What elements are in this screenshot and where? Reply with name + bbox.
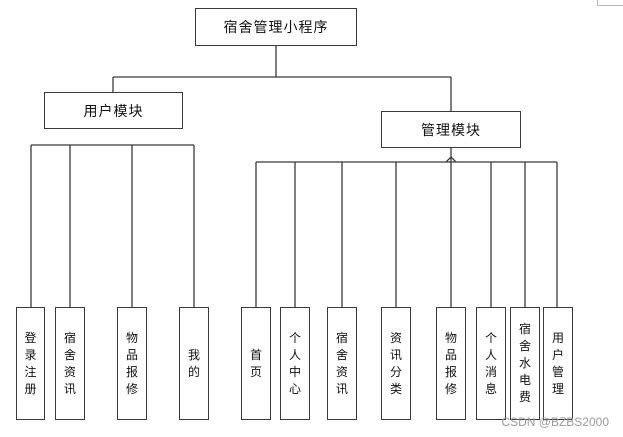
root-node-label: 宿舍管理小程序 [223,20,329,36]
leaf-node-label: 首页 [249,347,262,379]
leaf-node: 宿舍水电费 [510,307,540,420]
leaf-node: 首页 [241,307,271,420]
watermark-text: CSDN @BZBS2000 [501,415,609,429]
leaf-node-label: 用户管理 [551,330,564,396]
leaf-node: 用户管理 [543,307,573,420]
leaf-node-label: 物品报修 [125,330,138,396]
leaf-node-label: 宿舍资讯 [63,330,76,396]
leaf-node-label: 登录注册 [24,330,37,396]
admin-module-node: 管理模块 [381,111,521,148]
admin-module-label: 管理模块 [421,122,481,139]
leaf-node-label: 个人消息 [484,330,497,396]
leaf-node: 宿舍资讯 [55,307,85,420]
leaf-node-label: 资讯分类 [389,330,402,396]
leaf-node-label: 个人中心 [288,330,301,396]
leaf-node: 我的 [179,307,209,420]
leaf-node-label: 我的 [187,347,200,379]
leaf-node-label: 宿舍水电费 [518,322,531,404]
leaf-node: 物品报修 [436,307,466,420]
leaf-node: 个人中心 [280,307,310,420]
root-node: 宿舍管理小程序 [195,8,357,46]
leaf-node: 物品报修 [117,307,147,420]
leaf-node-label: 物品报修 [444,330,457,396]
user-module-label: 用户模块 [83,103,144,120]
connector-admin-notch [445,156,457,163]
leaf-node: 资讯分类 [381,307,411,420]
leaf-node: 宿舍资讯 [327,307,357,420]
leaf-node: 登录注册 [16,307,45,420]
page-corner-mark [597,0,623,6]
leaf-node: 个人消息 [476,307,506,420]
user-module-node: 用户模块 [44,92,183,129]
leaf-node-label: 宿舍资讯 [335,330,348,396]
